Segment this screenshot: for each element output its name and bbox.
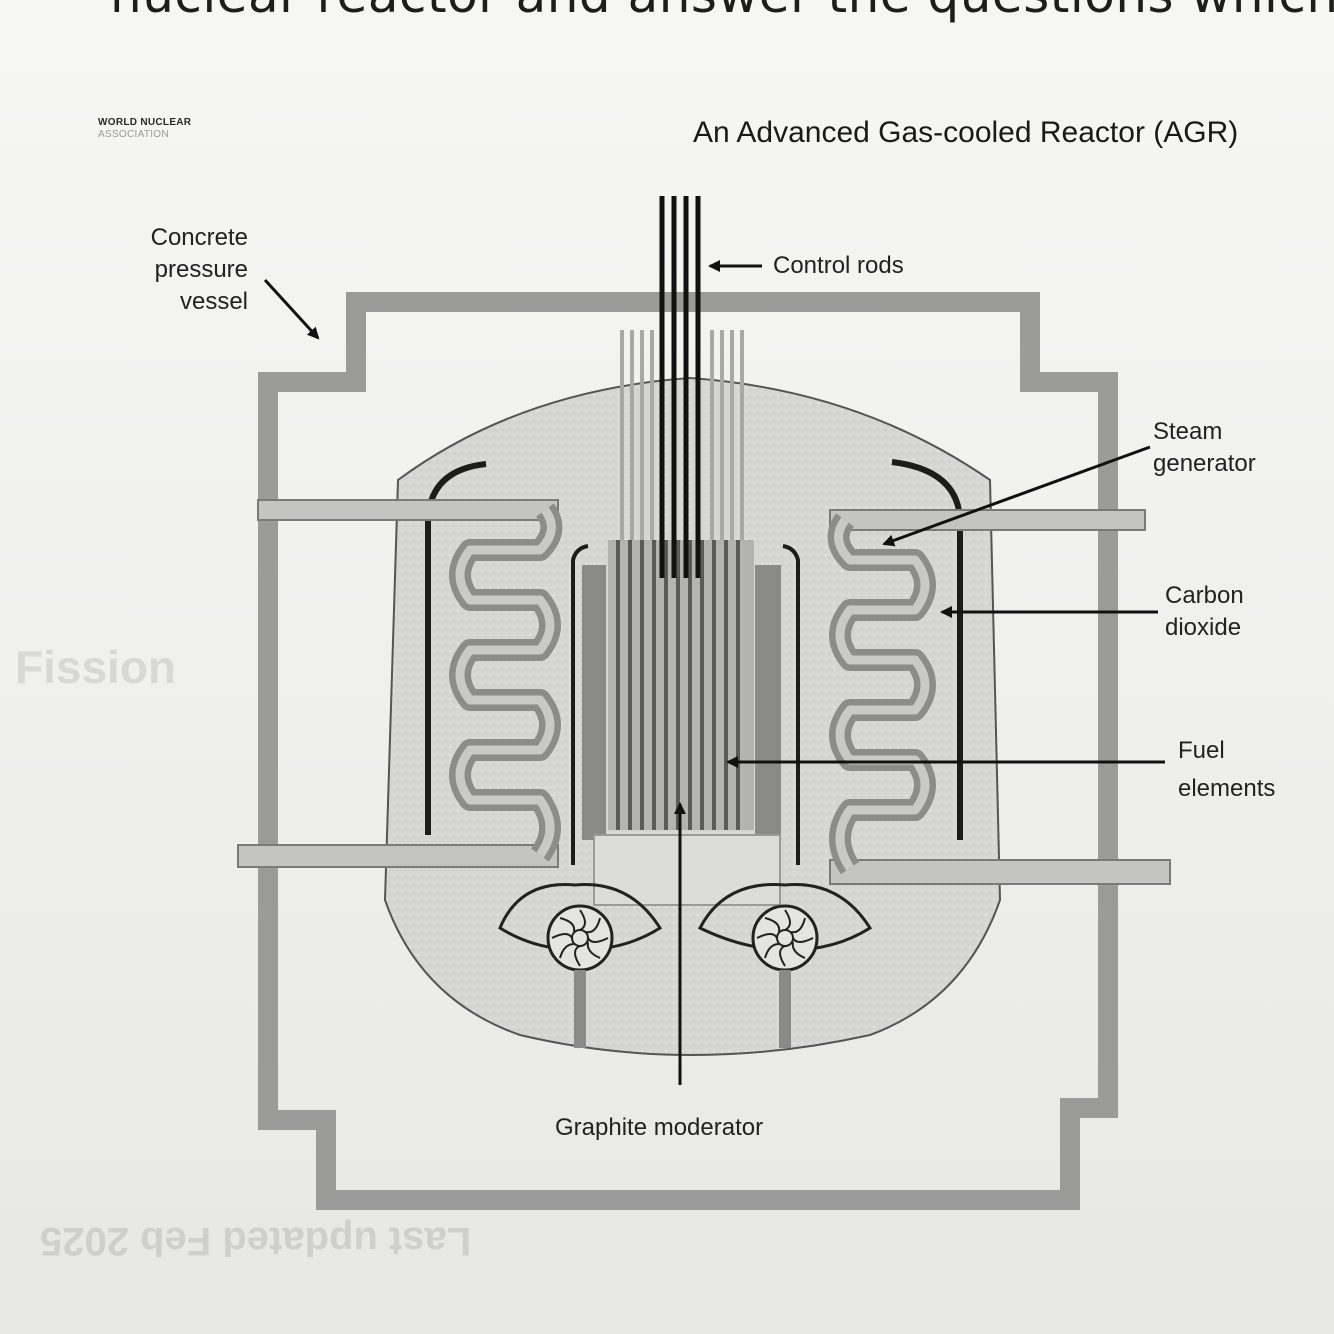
left-lower-pipe <box>238 845 558 867</box>
right-lower-pipe <box>830 860 1170 884</box>
label-carbon-dioxide: Carbon dioxide <box>1165 580 1244 644</box>
right-upper-pipe <box>830 510 1145 530</box>
right-graphite-wall <box>755 565 781 865</box>
label-graphite-moderator: Graphite moderator <box>555 1112 763 1144</box>
label-fuel-elements: Fuel elements <box>1178 732 1275 808</box>
label-steam-generator: Steam generator <box>1153 416 1256 480</box>
left-upper-pipe <box>258 500 558 520</box>
vessel-arrow <box>265 280 318 338</box>
label-concrete-pressure-vessel: Concrete pressure vessel <box>118 222 248 318</box>
core-support-block <box>594 835 780 905</box>
left-graphite-wall <box>582 565 606 840</box>
label-control-rods: Control rods <box>773 250 904 282</box>
